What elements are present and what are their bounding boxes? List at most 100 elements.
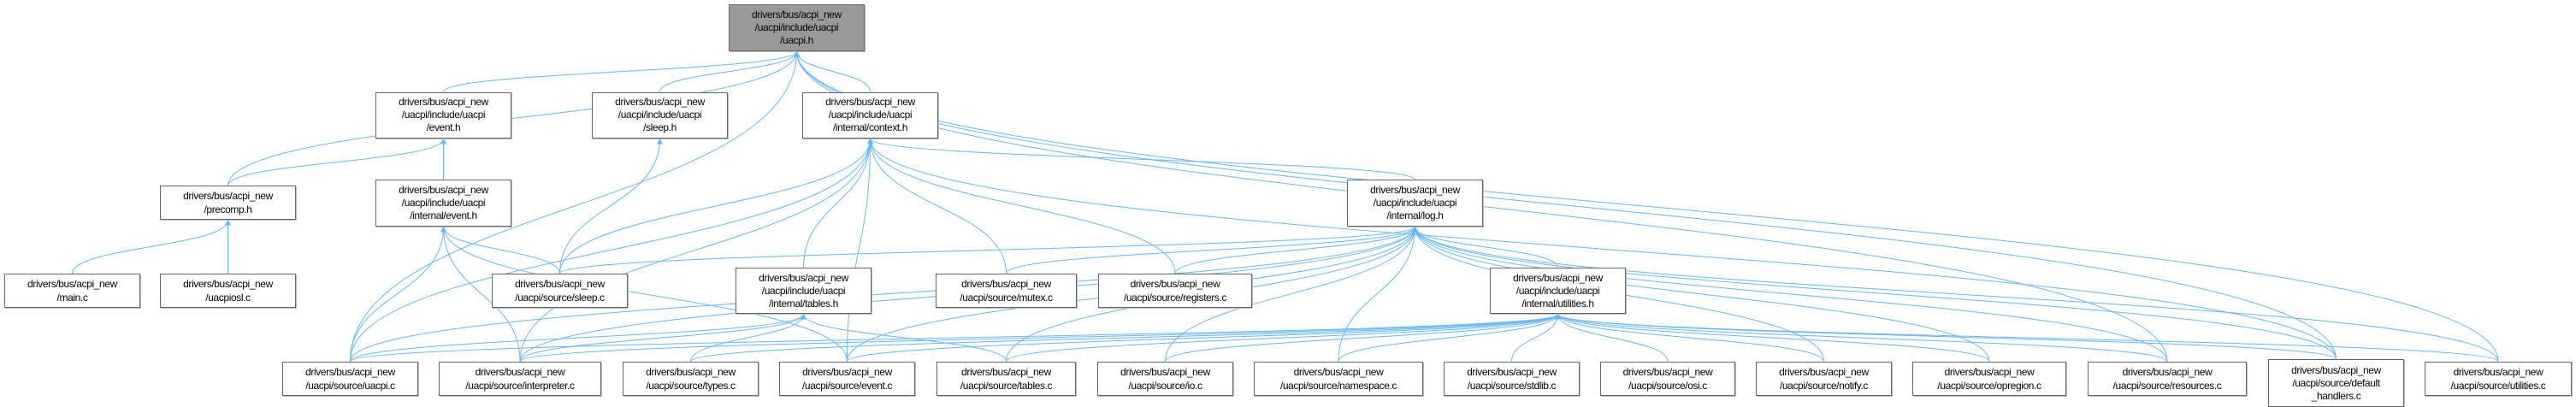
node-label-line: drivers/bus/acpi_new [961, 365, 1051, 378]
node-stdlib-c[interactable]: drivers/bus/acpi_new/uacpi/source/stdlib… [1444, 361, 1580, 396]
edge-interpreter_c-to-tables_h [519, 313, 806, 362]
edge-context_h-to-uacpi_h [794, 50, 871, 92]
node-label-line: /uacpi/source/utilities.c [2450, 379, 2546, 392]
edge-uacpi_c-to-log_h [350, 226, 1418, 362]
node-label-line: /uacpi/source/resources.c [2112, 379, 2222, 392]
edge-resources_c-to-utilities_h [1555, 313, 2168, 363]
node-opregion-c[interactable]: drivers/bus/acpi_new/uacpi/source/opregi… [1912, 361, 2066, 396]
node-label-line: drivers/bus/acpi_new [2453, 365, 2544, 378]
node-osi-c[interactable]: drivers/bus/acpi_new/uacpi/source/osi.c [1600, 361, 1735, 396]
node-label-line: /uacpi/source/namespace.c [1279, 379, 1397, 392]
node-main-c[interactable]: drivers/bus/acpi_new/main.c [4, 273, 140, 309]
node-context-h[interactable]: drivers/bus/acpi_new/uacpi/include/uacpi… [802, 91, 938, 139]
node-tables-h[interactable]: drivers/bus/acpi_new/uacpi/include/uacpi… [736, 268, 871, 315]
node-interpreter-c[interactable]: drivers/bus/acpi_new/uacpi/source/interp… [439, 361, 601, 396]
node-label-line: /uacpi/source/uacpi.c [305, 379, 395, 392]
node-label-line: /uacpi/include/uacpi [401, 197, 486, 209]
node-mutex-c[interactable]: drivers/bus/acpi_new/uacpi/source/mutex.… [936, 273, 1077, 309]
node-uacpi-h[interactable]: drivers/bus/acpi_new/uacpi/include/uacpi… [729, 4, 865, 52]
node-uacpiosl-c[interactable]: drivers/bus/acpi_new/uacpiosl.c [160, 273, 296, 309]
edge-tables_c-to-utilities_h [1006, 313, 1561, 363]
node-label-line: /uacpi/include/uacpi [754, 21, 839, 34]
node-label-line: drivers/bus/acpi_new [183, 190, 273, 203]
node-label-line: /uacpi/source/osi.c [1628, 379, 1707, 392]
node-namespace-c[interactable]: drivers/bus/acpi_new/uacpi/source/namesp… [1254, 361, 1423, 396]
node-label-line: drivers/bus/acpi_new [475, 365, 565, 378]
node-label-line: drivers/bus/acpi_new [399, 184, 488, 197]
node-label-line: /uacpi/include/uacpi [1373, 197, 1457, 209]
node-label-line: drivers/bus/acpi_new [646, 365, 736, 378]
node-sleep-h[interactable]: drivers/bus/acpi_new/uacpi/include/uacpi… [592, 91, 728, 139]
node-int-event-h[interactable]: drivers/bus/acpi_new/uacpi/include/uacpi… [375, 180, 511, 227]
edge-sleep_c-to-int_event_h [440, 226, 560, 274]
node-types-c[interactable]: drivers/bus/acpi_new/uacpi/source/types.… [623, 361, 759, 396]
node-registers-c[interactable]: drivers/bus/acpi_new/uacpi/source/regist… [1098, 273, 1252, 309]
node-label-line: /uacpi/source/mutex.c [960, 292, 1053, 304]
node-label-line: /main.c [56, 292, 88, 304]
edge-utilities_c-to-utilities_h [1555, 313, 2499, 363]
node-label-line: /precomp.h [204, 204, 252, 216]
edge-interpreter_c-to-utilities_h [519, 313, 1561, 363]
edge-sleep_c-to-context_h [559, 138, 873, 274]
node-label-line: /uacpi/source/types.c [646, 379, 736, 392]
node-label-line: drivers/bus/acpi_new [1293, 365, 1384, 378]
node-label-line: drivers/bus/acpi_new [1120, 365, 1210, 378]
node-label-line: /uacpi/source/stdlib.c [1467, 379, 1557, 392]
edge-registers_c-to-context_h [867, 138, 1176, 274]
edge-precomp_h-to-event_h [227, 138, 446, 186]
node-label-line: /sleep.h [643, 121, 676, 134]
node-label-line: /uacpi/include/uacpi [828, 109, 913, 121]
node-label-line: drivers/bus/acpi_new [1944, 365, 2035, 378]
node-label-line: /event.h [426, 121, 461, 134]
node-default-handlers-c[interactable]: drivers/bus/acpi_new/uacpi/source/defaul… [2268, 359, 2404, 407]
edge-default_handlers_c-to-context_h [867, 138, 2337, 360]
node-io-c[interactable]: drivers/bus/acpi_new/uacpi/source/io.c [1097, 361, 1233, 396]
node-label-line: drivers/bus/acpi_new [1513, 271, 1603, 284]
node-label-line: drivers/bus/acpi_new [1130, 278, 1220, 291]
node-label-line: drivers/bus/acpi_new [759, 271, 848, 284]
node-label-line: drivers/bus/acpi_new [2122, 365, 2213, 378]
edge-utilities_c-to-log_h [1412, 226, 2499, 362]
node-label-line: drivers/bus/acpi_new [752, 9, 842, 21]
edge-types_c-to-tables_h [690, 313, 806, 362]
node-label-line: /uacpi/source/io.c [1128, 379, 1202, 392]
edge-uacpi_c-to-uacpi_h [350, 50, 800, 362]
node-utilities-h[interactable]: drivers/bus/acpi_new/uacpi/include/uacpi… [1490, 268, 1626, 315]
node-label-line: /uacpi/include/uacpi [401, 109, 486, 121]
node-notify-c[interactable]: drivers/bus/acpi_new/uacpi/source/notify… [1756, 361, 1892, 396]
node-label-line: /uacpi/source/opregion.c [1937, 379, 2041, 392]
edge-types_c-to-utilities_h [690, 313, 1561, 363]
node-label-line: /uacpi/source/default [2292, 376, 2380, 389]
node-resources-c[interactable]: drivers/bus/acpi_new/uacpi/source/resour… [2088, 361, 2247, 396]
edge-utilities_c-to-uacpi_h [794, 50, 2499, 362]
edge-event_c-to-int_event_h [440, 226, 848, 362]
edge-osi_c-to-utilities_h [1555, 313, 1669, 362]
node-label-line: drivers/bus/acpi_new [825, 96, 915, 109]
node-event-c[interactable]: drivers/bus/acpi_new/uacpi/source/event.… [779, 361, 915, 396]
edge-notify_c-to-utilities_h [1555, 313, 1824, 362]
node-uacpi-c[interactable]: drivers/bus/acpi_new/uacpi/source/uacpi.… [282, 361, 418, 396]
edge-io_c-to-log_h [1165, 226, 1418, 362]
node-utilities-c[interactable]: drivers/bus/acpi_new/uacpi/source/utilit… [2425, 361, 2572, 396]
node-sleep-c[interactable]: drivers/bus/acpi_new/uacpi/source/sleep.… [492, 273, 628, 309]
edge-sleep_c-to-log_h [559, 226, 1418, 274]
edge-event_c-to-context_h [847, 138, 873, 362]
node-label-line: _handlers.c [2311, 389, 2361, 402]
edge-io_c-to-utilities_h [1165, 313, 1561, 362]
node-label-line: /internal/event.h [410, 209, 477, 222]
edge-registers_c-to-log_h [1174, 226, 1418, 274]
edge-log_h-to-context_h [867, 138, 1415, 180]
node-tables-c[interactable]: drivers/bus/acpi_new/uacpi/source/tables… [936, 361, 1076, 396]
edge-sleep_c-to-sleep_h [559, 138, 663, 274]
edge-precomp_h-to-uacpi_h [227, 50, 800, 186]
edge-tables_c-to-tables_h [801, 313, 1007, 362]
edge-tables_h-to-context_h [803, 138, 873, 268]
edge-main_c-to-precomp_h [72, 219, 231, 274]
node-label-line: /uacpi/source/sleep.c [515, 292, 605, 304]
edge-event_c-to-utilities_h [847, 313, 1561, 363]
node-event-h[interactable]: drivers/bus/acpi_new/uacpi/include/uacpi… [375, 91, 511, 139]
node-log-h[interactable]: drivers/bus/acpi_new/uacpi/include/uacpi… [1347, 180, 1483, 227]
node-precomp-h[interactable]: drivers/bus/acpi_new/precomp.h [160, 186, 296, 221]
